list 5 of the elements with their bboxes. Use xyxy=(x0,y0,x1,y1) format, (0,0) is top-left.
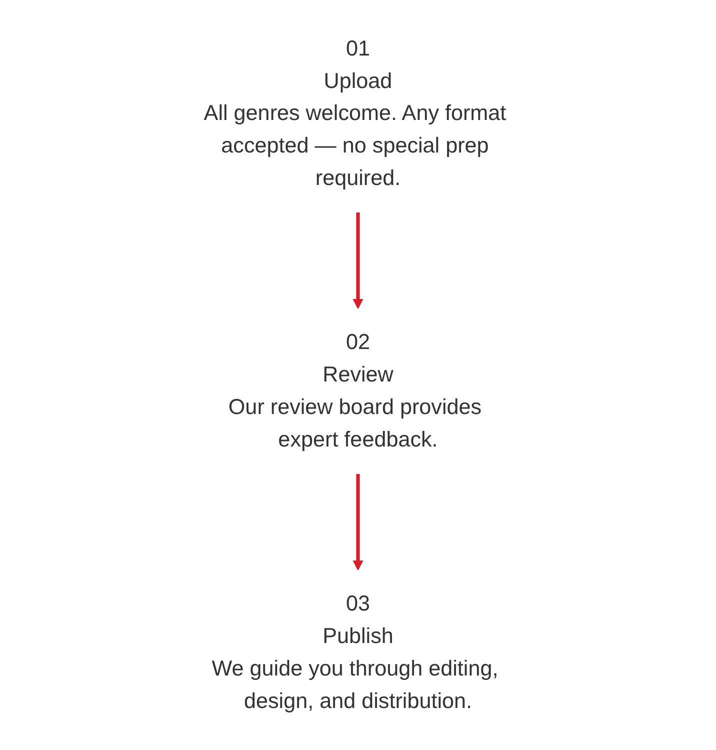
node-text: 03 Publish We guide you through editing, design, and distribution. xyxy=(212,591,498,713)
node-text: 01 Upload All genres welcome. Any format accepted — no special prep required. xyxy=(204,36,506,190)
node-text: 02 Review Our review board provides expert feedback. xyxy=(228,330,482,452)
arrow xyxy=(352,474,364,570)
arrow xyxy=(352,212,364,309)
